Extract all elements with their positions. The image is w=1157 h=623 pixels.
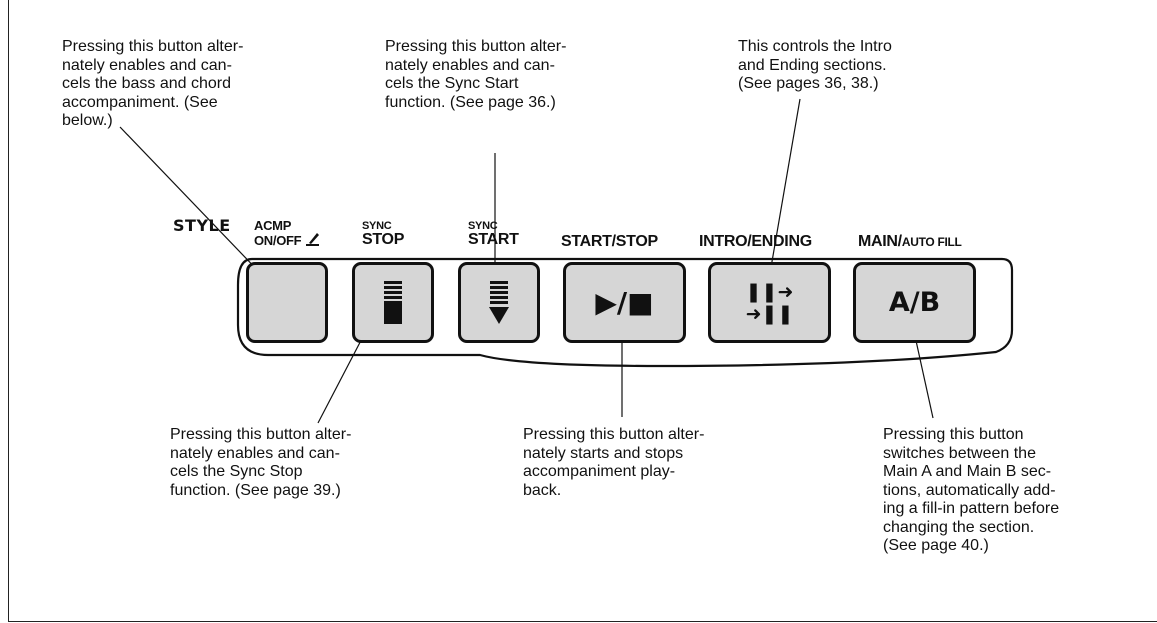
label-acmp: ACMP ON/OFF: [254, 219, 320, 247]
panel-outline: [236, 257, 1014, 368]
play-stop-icon: ▶/■: [595, 286, 654, 319]
label-style: STYLE: [173, 216, 231, 235]
label-sync-start: SYNC START: [468, 220, 519, 248]
desc-sync-start: Pressing this button alter- nately enabl…: [385, 38, 567, 111]
intro-icon: ❚❚➜: [745, 280, 794, 303]
pen-icon: [305, 233, 319, 246]
desc-start-stop: Pressing this button alter- nately start…: [523, 426, 705, 499]
desc-main: Pressing this button switches between th…: [883, 426, 1060, 554]
leader-acmp: [119, 126, 265, 278]
main-ab-button[interactable]: A/B: [853, 262, 976, 343]
ab-label: A/B: [888, 287, 941, 318]
intro-ending-button[interactable]: ❚❚➜ ➜❚❚: [708, 262, 831, 343]
desc-sync-stop: Pressing this button alter- nately enabl…: [170, 426, 352, 499]
label-start-stop: START/STOP: [561, 233, 658, 250]
leader-sync-stop: [317, 326, 369, 424]
label-main-auto-fill: MAIN/AUTO FILL: [858, 233, 962, 250]
label-intro-ending: INTRO/ENDING: [699, 233, 812, 250]
leader-intro: [768, 98, 801, 280]
acmp-on-off-button[interactable]: [246, 262, 328, 343]
sync-stop-button[interactable]: [352, 262, 434, 343]
start-stop-button[interactable]: ▶/■: [563, 262, 686, 343]
sync-start-icon: [489, 280, 509, 324]
ending-icon: ➜❚❚: [745, 302, 794, 325]
desc-acmp: Pressing this button alter- nately enabl…: [62, 38, 244, 129]
label-sync-stop: SYNC STOP: [362, 220, 405, 248]
sync-stop-icon: [384, 280, 402, 324]
desc-intro: This controls the Intro and Ending secti…: [738, 38, 892, 92]
figure-frame: [8, 0, 1157, 622]
sync-start-button[interactable]: [458, 262, 540, 343]
